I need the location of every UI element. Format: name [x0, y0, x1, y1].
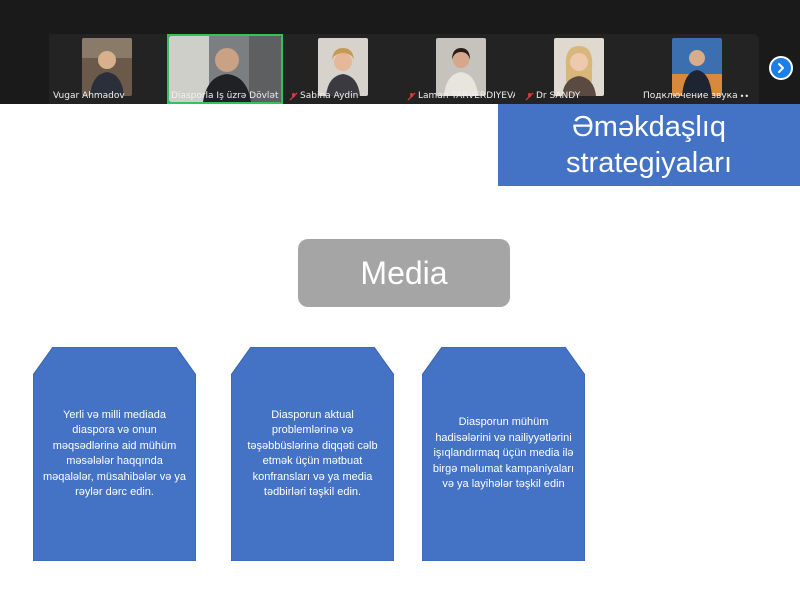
- participant-video: [82, 38, 132, 96]
- slide-title-box: Əməkdaşlıq strategiyaları: [498, 104, 800, 186]
- participant-name: Laman TARVERDIYEVA: [407, 91, 515, 101]
- participant-name: Sabina Aydin: [289, 91, 397, 101]
- participant-tile-4[interactable]: Laman TARVERDIYEVA: [403, 34, 519, 104]
- mic-off-icon: [289, 91, 298, 101]
- participant-tile-3[interactable]: Sabina Aydin: [285, 34, 401, 104]
- participant-video: [318, 38, 368, 96]
- strategy-card-text: Diasporun mühüm hadisələrini və nailiyyə…: [432, 416, 575, 491]
- strategy-card-1: Yerli və milli mediada diaspora və onun …: [33, 347, 196, 561]
- chevron-right-icon: [778, 63, 784, 73]
- participant-tile-5[interactable]: Dr SANDY: [521, 34, 637, 104]
- participant-tile-1[interactable]: Vugar Ahmadov: [49, 34, 165, 104]
- strategy-card-text: Diasporun aktual problemlərinə və təşəbb…: [247, 408, 378, 499]
- participant-name: Подключение звука ••: [643, 91, 750, 101]
- participant-tile-6[interactable]: Подключение звука ••: [639, 34, 755, 104]
- participant-video: [169, 36, 281, 102]
- media-label-box: Media: [298, 239, 510, 307]
- strategy-card-2: Diasporun aktual problemlərinə və təşəbb…: [231, 347, 394, 561]
- media-label: Media: [360, 254, 448, 291]
- participant-name: Dr SANDY: [525, 91, 633, 101]
- mic-off-icon: [407, 91, 416, 101]
- strategy-card-text: Yerli və milli mediada diaspora və onun …: [42, 408, 187, 499]
- slide-title: Əməkdaşlıq strategiyaları: [565, 111, 732, 179]
- participant-gallery: Vugar Ahmadov Diasporla İş üzrə Dövlət K…: [49, 34, 759, 104]
- strategy-card-3: Diasporun mühüm hadisələrini və nailiyyə…: [422, 347, 585, 561]
- ellipsis-icon: ••: [739, 91, 750, 101]
- participant-video: [672, 38, 722, 96]
- participant-video: [554, 38, 604, 96]
- participant-video: [436, 38, 486, 96]
- mic-off-icon: [525, 91, 534, 101]
- participant-name: Vugar Ahmadov: [53, 91, 125, 101]
- participant-name: Diasporla İş üzrə Dövlət K...: [171, 91, 279, 101]
- participant-strip: Vugar Ahmadov Diasporla İş üzrə Dövlət K…: [0, 0, 800, 104]
- participant-tile-2[interactable]: Diasporla İş üzrə Dövlət K...: [167, 34, 283, 104]
- next-page-button[interactable]: [769, 56, 793, 80]
